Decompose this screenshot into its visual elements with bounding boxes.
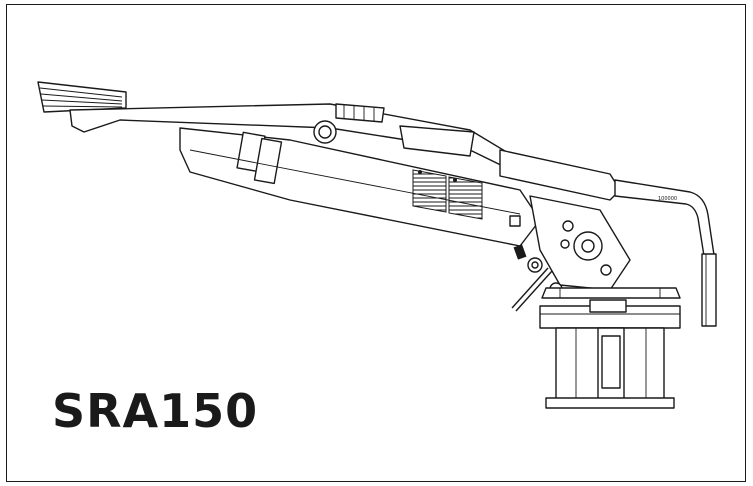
model-label: SRA150 [52, 384, 259, 438]
nozzle-tag: 100000 [658, 196, 677, 202]
upper-bracket [399, 125, 475, 157]
riser-pedestal [545, 327, 675, 409]
counterweight [37, 81, 127, 113]
nozzle-arm: 100000 [499, 149, 717, 327]
adjustment-knob [335, 103, 385, 123]
base-platform [539, 287, 681, 329]
body-grill [412, 169, 483, 220]
